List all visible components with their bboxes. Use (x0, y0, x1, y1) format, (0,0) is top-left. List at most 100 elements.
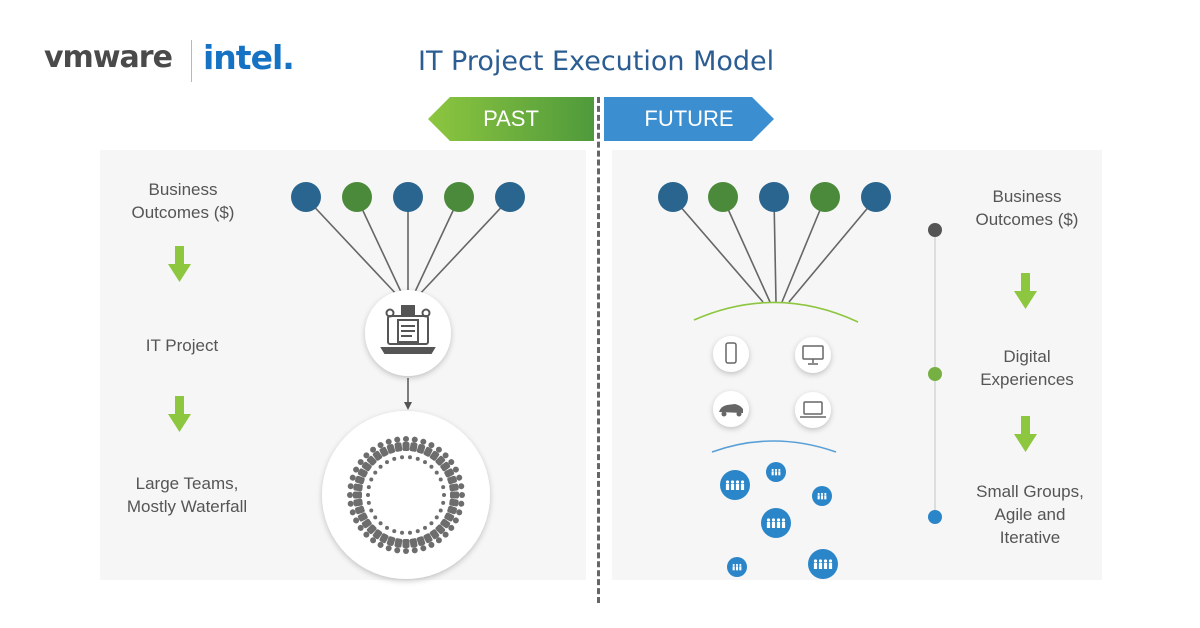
down-arrow-icon (1014, 416, 1037, 452)
timeline-dot-groups (928, 510, 942, 524)
project-to-team-arrow (404, 378, 412, 410)
person-icon (447, 474, 463, 485)
person-dot (441, 500, 446, 505)
person-dot (400, 530, 405, 535)
person-icon (444, 512, 459, 524)
car-device (713, 391, 749, 427)
timeline-dot-outcomes (928, 223, 942, 237)
outcome-node (495, 182, 525, 212)
person-icon (394, 538, 403, 554)
small-teams (720, 462, 838, 579)
person-dot (434, 470, 439, 475)
device-grid (713, 336, 831, 428)
person-icon (353, 512, 368, 524)
person-dot (366, 500, 371, 505)
vmware-logo: vmware (44, 40, 173, 75)
outcome-node (444, 182, 474, 212)
person-icon (349, 474, 365, 485)
person-icon (385, 438, 396, 454)
page-title: IT Project Execution Model (418, 46, 775, 77)
past-future-divider (597, 97, 600, 603)
past-badge: PAST (428, 97, 594, 141)
timeline-dot-experiences (928, 367, 942, 381)
person-dot (429, 521, 434, 526)
person-icon (440, 459, 455, 472)
person-icon (435, 524, 449, 538)
person-dot (434, 515, 439, 520)
person-icon (409, 538, 418, 554)
person-dot (415, 529, 420, 534)
people-group-icon (808, 549, 838, 579)
past-label-it-project: IT Project (145, 336, 219, 355)
person-icon (450, 491, 465, 499)
future-badge: FUTURE (604, 97, 774, 141)
person-dot (373, 515, 378, 520)
person-dot (429, 464, 434, 469)
person-icon (370, 446, 383, 461)
past-label-large-teams: Large Teams, Mostly Waterfall (126, 474, 248, 516)
small-groups-curve (711, 440, 837, 453)
person-icon (402, 539, 410, 554)
it-project-node (365, 290, 451, 376)
person-icon (402, 436, 410, 451)
person-dot (438, 477, 443, 482)
person-icon (363, 452, 377, 466)
future-timeline (928, 223, 942, 524)
outcome-node (658, 182, 688, 212)
down-arrow-icon (1014, 273, 1037, 309)
person-dot (366, 485, 371, 490)
person-icon (394, 436, 403, 452)
person-icon (449, 498, 465, 507)
person-icon (385, 536, 396, 552)
person-icon (347, 483, 363, 492)
outcome-node (810, 182, 840, 212)
person-dot (442, 493, 446, 497)
past-flow-arrows (168, 246, 191, 432)
down-arrow-icon (168, 396, 191, 432)
person-icon (347, 498, 363, 507)
person-dot (423, 525, 427, 530)
person-icon (447, 505, 463, 516)
outcome-node (759, 182, 789, 212)
person-dot (407, 455, 412, 460)
person-icon (429, 446, 442, 461)
person-dot (369, 477, 374, 482)
person-icon (416, 536, 427, 552)
person-icon (353, 466, 368, 478)
person-dot (366, 493, 370, 497)
desktop-monitor-icon (802, 345, 824, 365)
person-dot (385, 525, 389, 530)
past-label-business-outcomes: Business Outcomes ($) (131, 180, 235, 222)
people-group-icon (766, 462, 786, 482)
person-icon (370, 529, 383, 544)
people-group-icon (812, 486, 832, 506)
future-outcome-nodes (658, 182, 891, 212)
digital-experience-curve (693, 301, 859, 323)
person-icon (435, 452, 449, 466)
person-icon (449, 483, 465, 492)
people-group-icon (720, 470, 750, 500)
person-dot (392, 456, 397, 461)
person-icon (377, 533, 389, 548)
laptop-device (795, 392, 831, 428)
person-icon (416, 438, 427, 454)
person-dot (400, 455, 405, 460)
person-dot (441, 485, 446, 490)
past-outcome-nodes (291, 182, 525, 212)
person-icon (444, 466, 459, 478)
future-label-small-groups: Small Groups, Agile and Iterative (976, 482, 1084, 547)
person-dot (438, 508, 443, 513)
person-dot (407, 530, 412, 535)
laptop-document-icon (380, 305, 436, 354)
people-group-icon (727, 557, 747, 577)
intel-logo: intel. (203, 38, 295, 77)
person-dot (373, 470, 378, 475)
person-icon (423, 442, 435, 457)
desktop-device (795, 337, 831, 373)
outcome-node (861, 182, 891, 212)
person-icon (409, 436, 418, 452)
person-dot (392, 529, 397, 534)
smartphone-icon (725, 342, 737, 364)
person-dot (415, 456, 420, 461)
